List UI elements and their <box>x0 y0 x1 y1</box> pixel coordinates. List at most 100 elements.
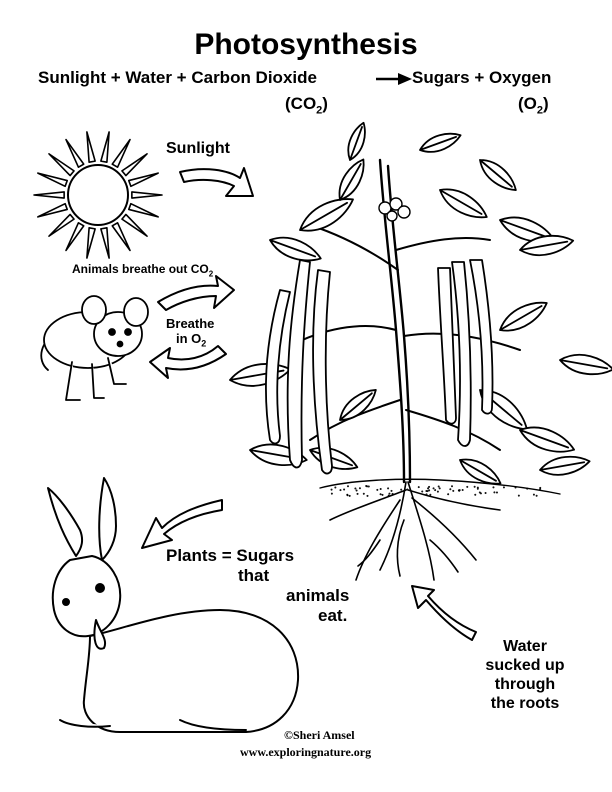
sun-ray <box>127 202 159 218</box>
soil-dot <box>438 487 441 490</box>
leaf <box>339 389 377 421</box>
sun-ray <box>121 153 148 177</box>
soil-dot <box>428 489 431 492</box>
sugars-arrow <box>141 499 223 549</box>
leaf <box>499 301 548 332</box>
leaf <box>539 455 591 476</box>
sun-ray <box>131 191 163 199</box>
soil-dot <box>339 489 342 492</box>
plants-sugars-label: Plants = Sugars that animals eat. <box>166 546 350 625</box>
soil-dot <box>484 491 487 494</box>
sun-ray <box>65 221 85 252</box>
sun-ray <box>111 138 131 169</box>
author-credit: ©Sheri Amsel <box>284 728 355 742</box>
soil-dot <box>400 488 403 491</box>
soil-dot <box>348 494 351 497</box>
soil-dot <box>447 493 450 496</box>
soil-dot <box>358 487 361 490</box>
co2-arrow <box>157 275 235 311</box>
mouse-icon <box>40 295 149 401</box>
sun-ray <box>121 213 148 237</box>
soil-dot <box>362 492 365 495</box>
animals-breathe-out-label: Animals breathe out CO2 <box>72 262 214 279</box>
water-label: Water sucked up through the roots <box>485 638 565 712</box>
sunlight-arrow <box>179 167 254 197</box>
soil-dot <box>330 492 333 495</box>
sun-ray <box>100 227 110 259</box>
soil-dot <box>434 489 437 492</box>
soil-dot <box>421 490 424 493</box>
leaf <box>419 132 462 153</box>
soil-dot <box>367 485 370 488</box>
sun-ray <box>37 172 69 188</box>
soil-dot <box>461 489 464 492</box>
leaf <box>439 188 488 219</box>
soil-dot <box>376 488 379 491</box>
plant <box>229 121 612 581</box>
sun-icon <box>33 131 163 259</box>
soil-dot <box>429 493 432 496</box>
rabbit-icon <box>47 477 300 733</box>
leaf <box>559 354 612 376</box>
soil-dot <box>334 486 337 489</box>
soil-dot <box>476 487 479 490</box>
soil-dot <box>478 491 481 494</box>
soil-dot <box>495 491 498 494</box>
soil-dot <box>493 491 496 494</box>
soil-dot <box>432 487 435 490</box>
soil-dot <box>532 493 535 496</box>
soil-dot <box>381 493 384 496</box>
leaf <box>309 447 359 470</box>
sun-ray <box>37 202 69 218</box>
soil-dot <box>417 486 420 489</box>
soil-dot <box>526 487 529 490</box>
soil-dot <box>466 485 469 488</box>
leaf <box>229 363 292 387</box>
sun-ray <box>111 221 131 252</box>
sun-ray <box>48 153 75 177</box>
soil-dot <box>366 494 369 497</box>
soil-dot <box>354 487 357 490</box>
soil-dot <box>330 488 333 491</box>
soil-dot <box>437 485 440 488</box>
soil-dot <box>388 492 391 495</box>
o2-label: (O2) <box>518 94 549 117</box>
soil-dot <box>425 489 428 492</box>
soil-dot <box>356 492 359 495</box>
sunlight-label: Sunlight <box>166 140 230 157</box>
soil-dot <box>458 489 461 492</box>
water-arrow <box>411 585 477 641</box>
equation-left: Sunlight + Water + Carbon Dioxide <box>38 68 317 87</box>
soil-dot <box>517 494 520 497</box>
o2-arrow <box>149 345 227 379</box>
soil-dot <box>449 488 452 491</box>
soil-dot <box>379 493 382 496</box>
soil-dot <box>473 485 476 488</box>
leaf <box>519 234 575 256</box>
breathe-in-label: Breathe in O2 <box>166 316 215 349</box>
soil-dot <box>474 493 477 496</box>
leaf <box>347 121 366 161</box>
sun-ray <box>65 138 85 169</box>
page-title: Photosynthesis <box>194 28 418 61</box>
soil-line <box>319 478 561 495</box>
soil-dot <box>379 487 382 490</box>
soil-dot <box>346 485 349 488</box>
equation-arrow-icon <box>376 73 412 85</box>
soil-dot <box>492 486 495 489</box>
leaf <box>519 426 576 453</box>
sun-ray <box>86 227 96 259</box>
soil-dot <box>428 485 431 488</box>
soil-dot <box>502 486 505 489</box>
soil-dot <box>535 494 538 497</box>
co2-label: (CO2) <box>285 94 328 117</box>
leaf <box>269 236 322 262</box>
soil-dot <box>450 485 453 488</box>
soil-dot <box>514 486 517 489</box>
website-credit: www.exploringnature.org <box>240 745 372 759</box>
soil-dot <box>539 488 542 491</box>
soil-dot <box>436 490 439 493</box>
leaf <box>338 158 365 201</box>
equation-right: Sugars + Oxygen <box>412 68 552 87</box>
